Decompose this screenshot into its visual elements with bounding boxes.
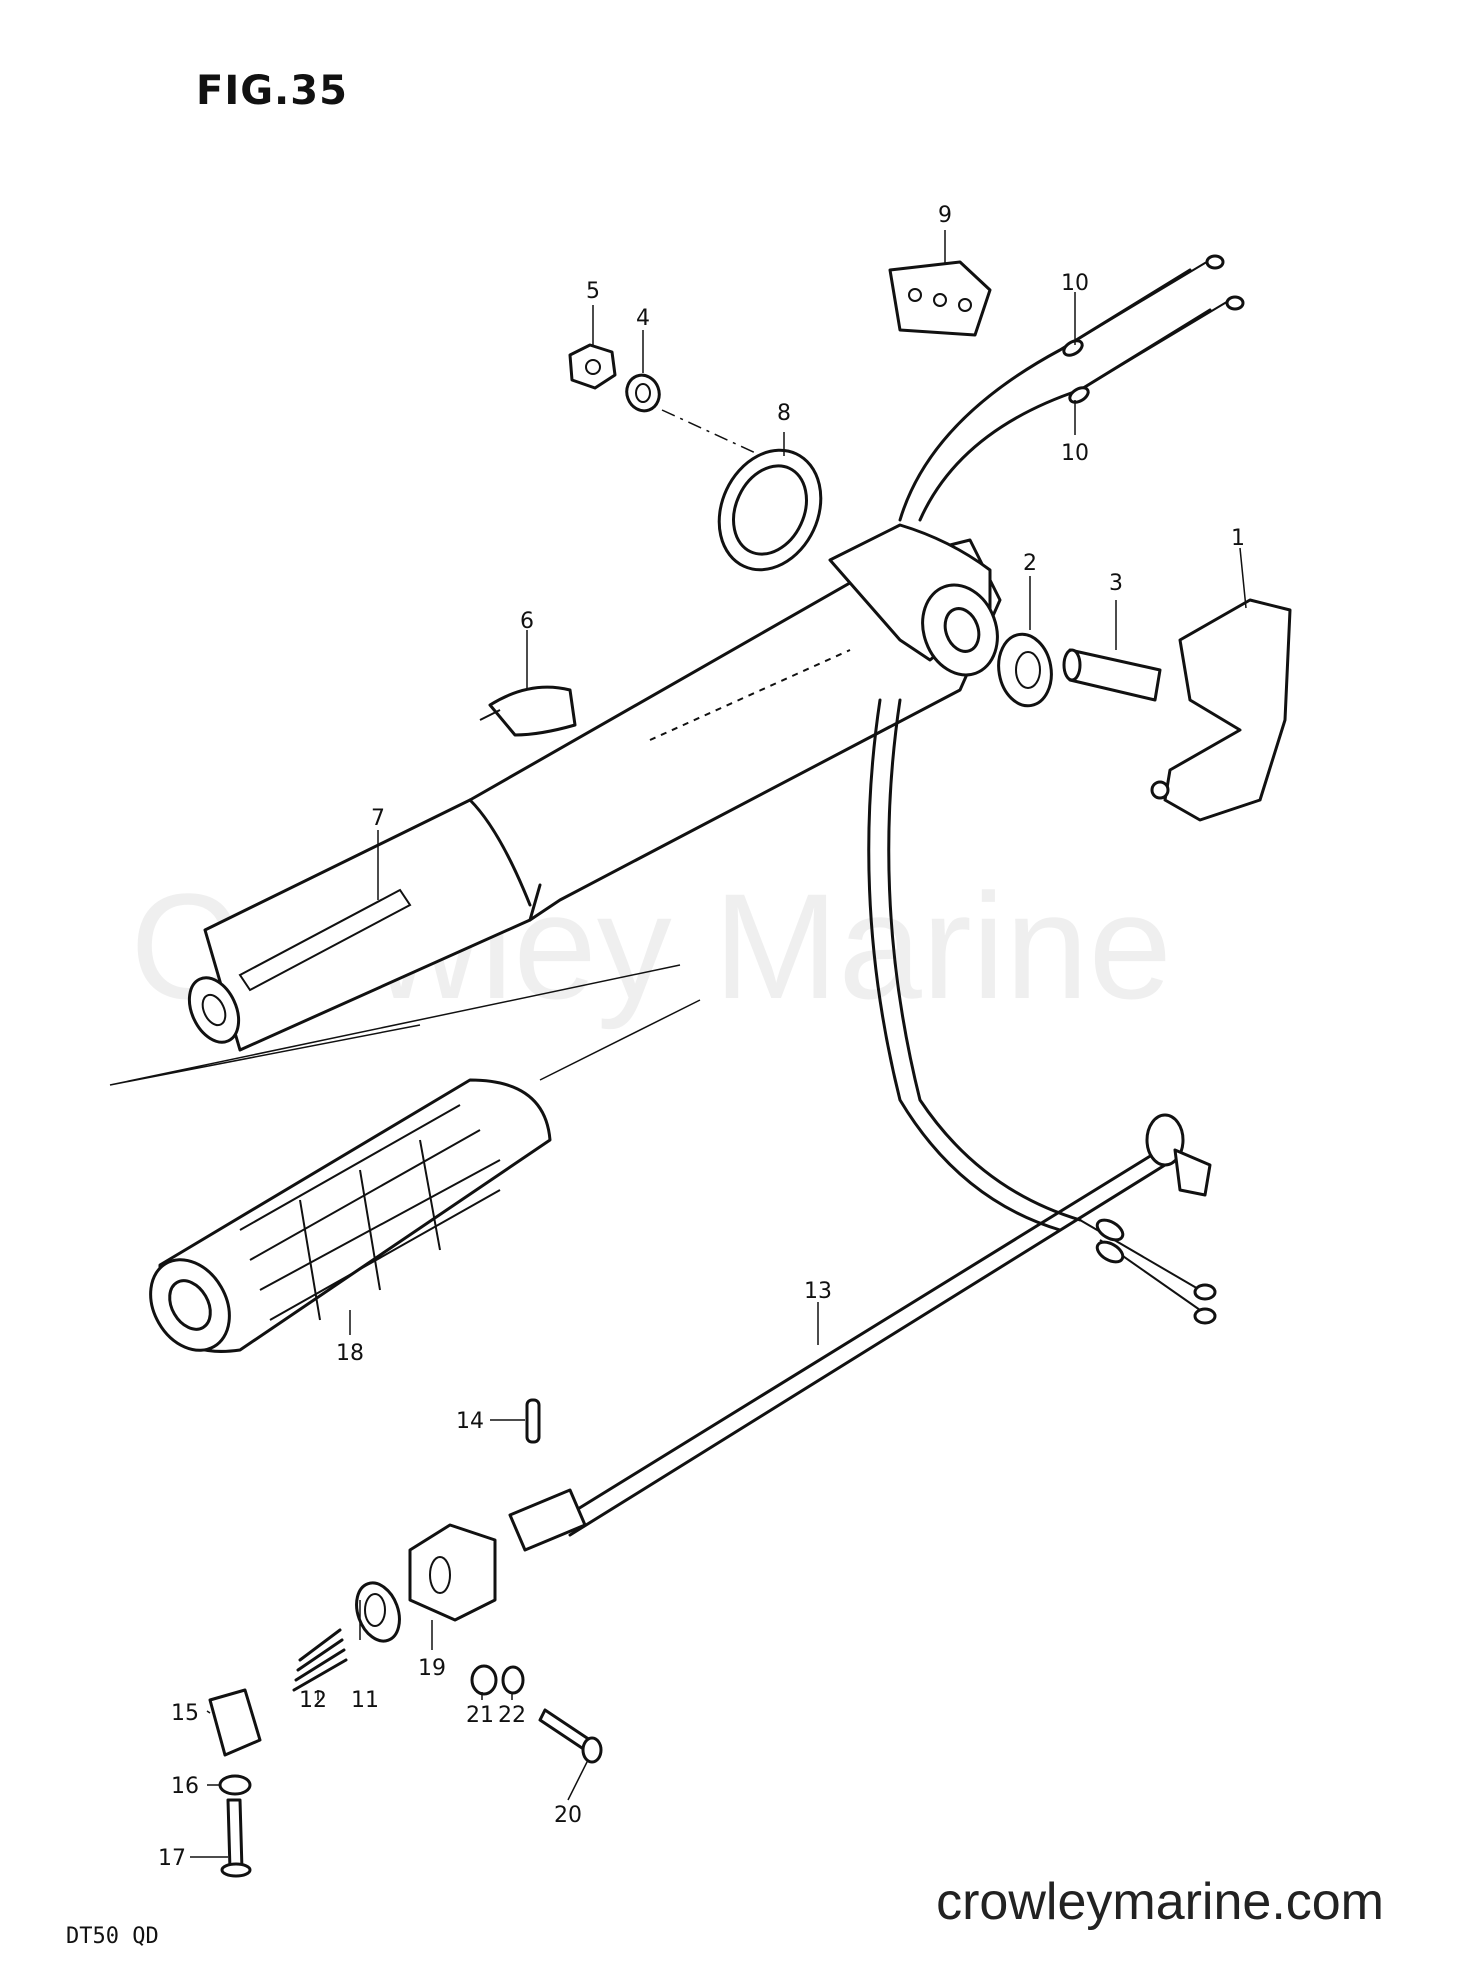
block-part-19[interactable] [408, 1523, 497, 1622]
part-label: 13 [804, 1279, 832, 1304]
figure-title: FIG.35 [196, 68, 348, 114]
bushing-part-2[interactable] [993, 630, 1057, 710]
shift-rod-part-13[interactable] [508, 1113, 1212, 1552]
part-label: 14 [456, 1409, 484, 1434]
part-label: 9 [938, 203, 952, 228]
part-label: 2 [1023, 551, 1037, 576]
part-label: 5 [586, 279, 600, 304]
decal-part-6[interactable] [479, 685, 577, 737]
part-labels: 1 2 3 4 5 6 7 8 9 10 10 11 12 13 14 15 1… [158, 203, 1245, 1871]
screw-part-20[interactable] [538, 1708, 603, 1764]
bushing-part-11[interactable] [349, 1577, 407, 1647]
part-label: 6 [520, 609, 534, 634]
cover-part-1[interactable] [1150, 598, 1292, 822]
part-label: 21 [466, 1703, 494, 1728]
cap-part-15[interactable] [208, 1688, 262, 1757]
part-label: 19 [418, 1656, 446, 1681]
tiller-arm[interactable] [180, 523, 1010, 1052]
bolt-part-3[interactable] [1062, 648, 1162, 702]
part-label: 15 [171, 1701, 199, 1726]
washer-part-4[interactable] [622, 371, 664, 416]
nut-part-5[interactable] [568, 343, 617, 390]
part-label: 22 [498, 1703, 526, 1728]
cable-grommet[interactable] [888, 260, 992, 337]
part-label: 17 [158, 1846, 186, 1871]
website-link[interactable]: crowleymarine.com [936, 1873, 1384, 1931]
part-label: 1 [1231, 526, 1245, 551]
part-label: 7 [371, 806, 385, 831]
grip-part-18[interactable] [135, 1078, 552, 1365]
model-code: DT50 QD [66, 1924, 159, 1949]
leader-lines [190, 230, 1247, 1858]
washer-part-16[interactable] [218, 1774, 252, 1796]
part-label: 12 [299, 1688, 327, 1713]
spring-part-12[interactable] [292, 1628, 348, 1692]
nut-part-22[interactable] [501, 1665, 525, 1695]
part-label: 20 [554, 1803, 582, 1828]
washer-part-21[interactable] [470, 1664, 498, 1696]
part-label: 10 [1061, 271, 1089, 296]
screw-part-17[interactable] [220, 1798, 252, 1878]
washer-part-8[interactable] [700, 434, 839, 587]
part-label: 16 [171, 1774, 199, 1799]
part-label: 3 [1109, 571, 1123, 596]
part-label: 10 [1061, 441, 1089, 466]
pin-part-14[interactable] [525, 1398, 541, 1444]
part-label: 4 [636, 306, 650, 331]
part-label: 8 [777, 401, 791, 426]
throttle-cables[interactable] [867, 254, 1245, 1325]
part-label: 11 [351, 1688, 379, 1713]
part-label: 18 [336, 1341, 364, 1366]
